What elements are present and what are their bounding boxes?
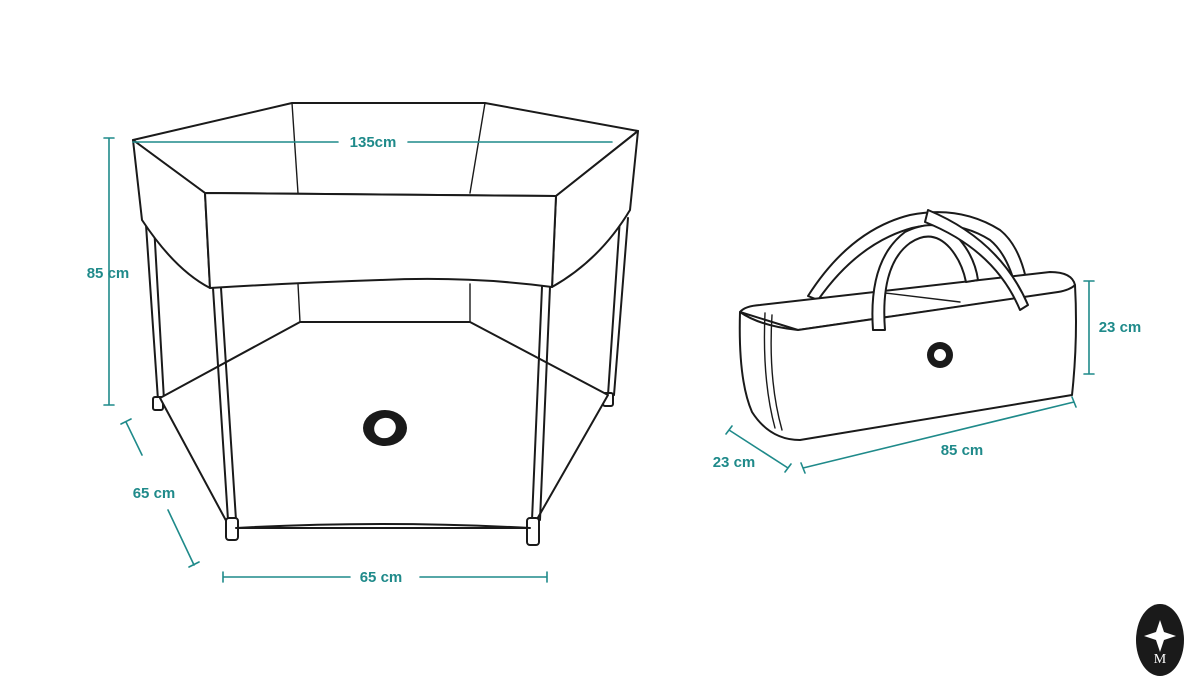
- playpen-front-left-leg: [212, 287, 237, 521]
- dim-label-playpen-height: 85 cm: [87, 265, 130, 282]
- logo-letter: M: [1154, 652, 1167, 667]
- bag-end-panel-seam: [763, 312, 776, 429]
- bag-front-handle-right: [924, 209, 1029, 311]
- dim-bag-height: 23 cm: [1083, 280, 1142, 375]
- bag-body: [738, 284, 1077, 441]
- playpen-back-seam-right: [469, 102, 486, 194]
- playpen-front-wall: [204, 192, 557, 289]
- logo-star-icon: [1144, 620, 1176, 652]
- playpen-back-right-leg: [607, 217, 629, 396]
- playpen-front-right-foot: [526, 517, 540, 546]
- playpen-back-seam-left: [291, 102, 299, 194]
- bag-illustration: 23 cm 23 cm 85 cm: [713, 209, 1142, 474]
- bag-end-panel-seam-2: [770, 314, 783, 431]
- dim-playpen-side-width: 65 cm: [222, 569, 548, 586]
- bag-zipper-line: [884, 292, 961, 303]
- dim-label-bag-depth: 23 cm: [713, 454, 756, 471]
- dim-bag-depth: 23 cm: [713, 425, 792, 473]
- playpen-floor-front-edge: [235, 523, 531, 529]
- playpen-inner-post-left: [297, 283, 301, 323]
- bag-front-handle: [871, 224, 979, 331]
- dim-label-playpen-side-depth: 65 cm: [133, 485, 176, 502]
- dim-playpen-height: 85 cm: [87, 137, 130, 406]
- playpen-back-left-leg: [145, 224, 165, 401]
- dim-label-bag-height: 23 cm: [1099, 319, 1142, 336]
- playpen-illustration: 135cm 85 cm 65 cm 65 cm: [87, 102, 639, 586]
- dim-bag-length: 85 cm: [800, 396, 1077, 474]
- dim-playpen-top-width: 135cm: [132, 134, 613, 151]
- playpen-handle-hole-icon: [363, 410, 407, 446]
- dim-playpen-side-depth: 65 cm: [120, 418, 200, 568]
- dim-label-bag-length: 85 cm: [941, 442, 984, 459]
- bag-handle-hole-icon: [927, 342, 953, 368]
- playpen-front-left-foot: [225, 517, 239, 541]
- dim-label-playpen-top-width: 135cm: [350, 134, 397, 151]
- playpen-front-right-leg: [531, 286, 551, 521]
- brand-logo-icon: M: [1136, 604, 1184, 676]
- dim-label-playpen-side-width: 65 cm: [360, 569, 403, 586]
